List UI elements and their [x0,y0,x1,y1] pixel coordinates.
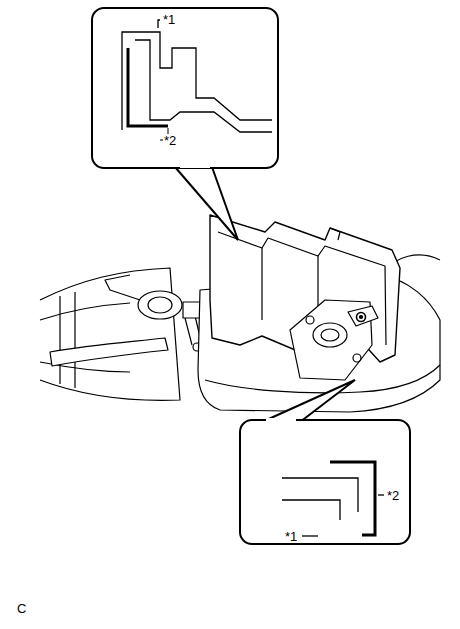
callout-number: *1 [162,13,176,26]
callout-number: *1 [284,530,298,543]
callout-number: *2 [163,134,177,147]
callout-number: *2 [386,489,400,502]
view-letter: C [16,602,27,615]
detail-callout-top [92,8,278,240]
detail-callout-bottom [240,380,410,544]
steering-gear-housing [40,215,440,412]
